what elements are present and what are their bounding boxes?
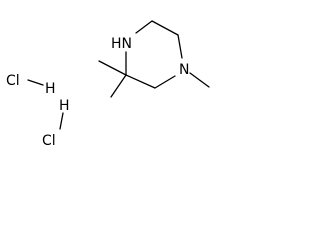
hydrogen-chloride-2: H Cl [42,98,70,149]
atom-label-h-1: H [45,81,56,97]
atom-label-cl-1: Cl [6,73,20,89]
chemical-structure: HN N Cl H H Cl [6,20,210,149]
bond-nh-c2 [135,20,153,34]
atom-label-cl-2: Cl [42,133,56,149]
bond-n-c6 [154,75,176,89]
hydrogen-chloride-1: Cl H [6,73,56,97]
bond-c2-c1 [151,20,179,36]
atom-label-n: N [179,62,189,78]
bond-c6-c3 [125,74,156,89]
bond-c3-methyl-down [110,74,127,98]
piperazine-ring [125,20,183,89]
atom-label-nh: HN [111,36,132,52]
bond-n-methyl [189,72,210,88]
bond-c1-n [177,34,183,59]
bond-cl-h-2 [59,112,64,130]
bond-cl-h-1 [27,79,44,86]
bond-c3-methyl-left [98,60,127,76]
atom-label-h-2: H [59,98,70,114]
methyl-groups [98,60,210,98]
